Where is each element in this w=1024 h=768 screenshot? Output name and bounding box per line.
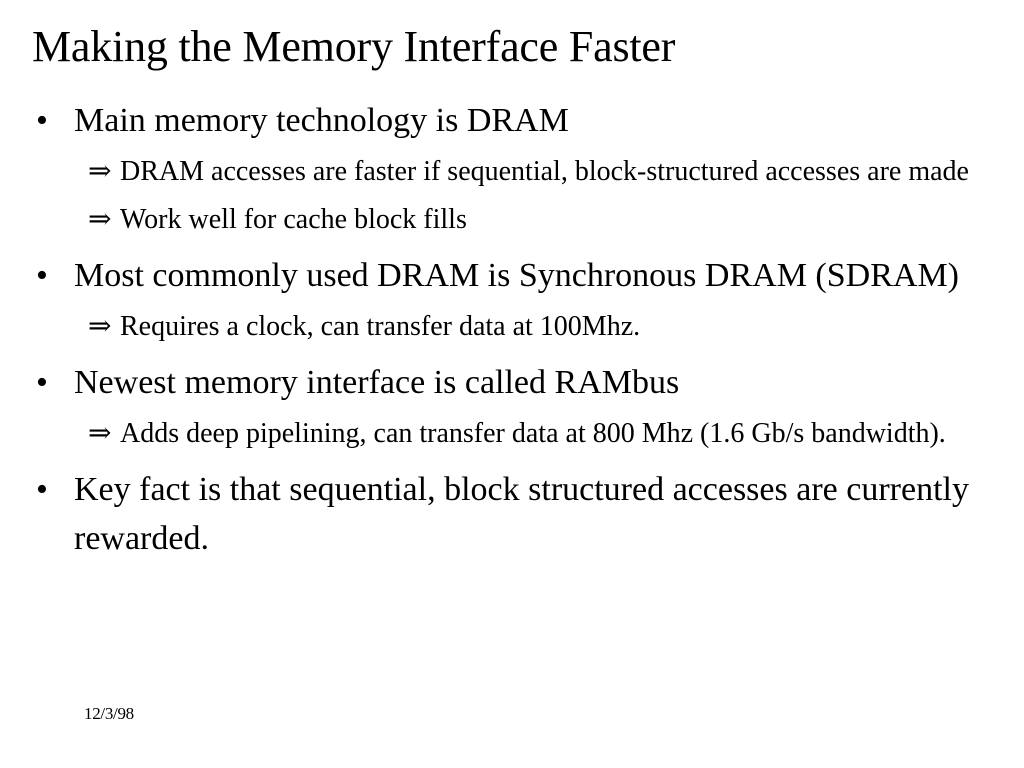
slide-body: • Main memory technology is DRAM ⇒ DRAM …	[32, 96, 992, 565]
list-item: ⇒ DRAM accesses are faster if sequential…	[32, 151, 992, 193]
bullet-dot-icon: •	[36, 257, 48, 294]
list-item: • Most commonly used DRAM is Synchronous…	[32, 251, 992, 300]
list-item-label: Requires a clock, can transfer data at 1…	[120, 311, 641, 342]
spacer	[32, 243, 992, 251]
double-arrow-icon: ⇒	[88, 156, 112, 187]
double-arrow-icon: ⇒	[88, 418, 112, 449]
slide-date: 12/3/98	[84, 704, 134, 723]
page-title: Making the Memory Interface Faster	[32, 22, 676, 71]
double-arrow-icon: ⇒	[88, 311, 112, 342]
list-item: ⇒ Requires a clock, can transfer data at…	[32, 306, 992, 348]
spacer	[32, 457, 992, 465]
list-item: ⇒ Work well for cache block fills	[32, 199, 992, 241]
list-item: • Main memory technology is DRAM	[32, 96, 992, 145]
list-item: • Key fact is that sequential, block str…	[32, 465, 992, 563]
list-item-label: Main memory technology is DRAM	[74, 102, 569, 139]
bullet-dot-icon: •	[36, 102, 48, 139]
list-item-label: Work well for cache block fills	[120, 204, 467, 235]
list-item-label: Newest memory interface is called RAMbus	[74, 364, 680, 401]
list-item-label: Key fact is that sequential, block struc…	[74, 471, 969, 557]
list-item-label: DRAM accesses are faster if sequential, …	[120, 156, 969, 187]
list-item: • Newest memory interface is called RAMb…	[32, 358, 992, 407]
list-item-label: Most commonly used DRAM is Synchronous D…	[74, 257, 959, 294]
list-item-label: Adds deep pipelining, can transfer data …	[120, 418, 946, 449]
bullet-dot-icon: •	[36, 364, 48, 401]
bullet-dot-icon: •	[36, 471, 48, 508]
list-item: ⇒ Adds deep pipelining, can transfer dat…	[32, 413, 992, 455]
double-arrow-icon: ⇒	[88, 204, 112, 235]
spacer	[32, 350, 992, 358]
